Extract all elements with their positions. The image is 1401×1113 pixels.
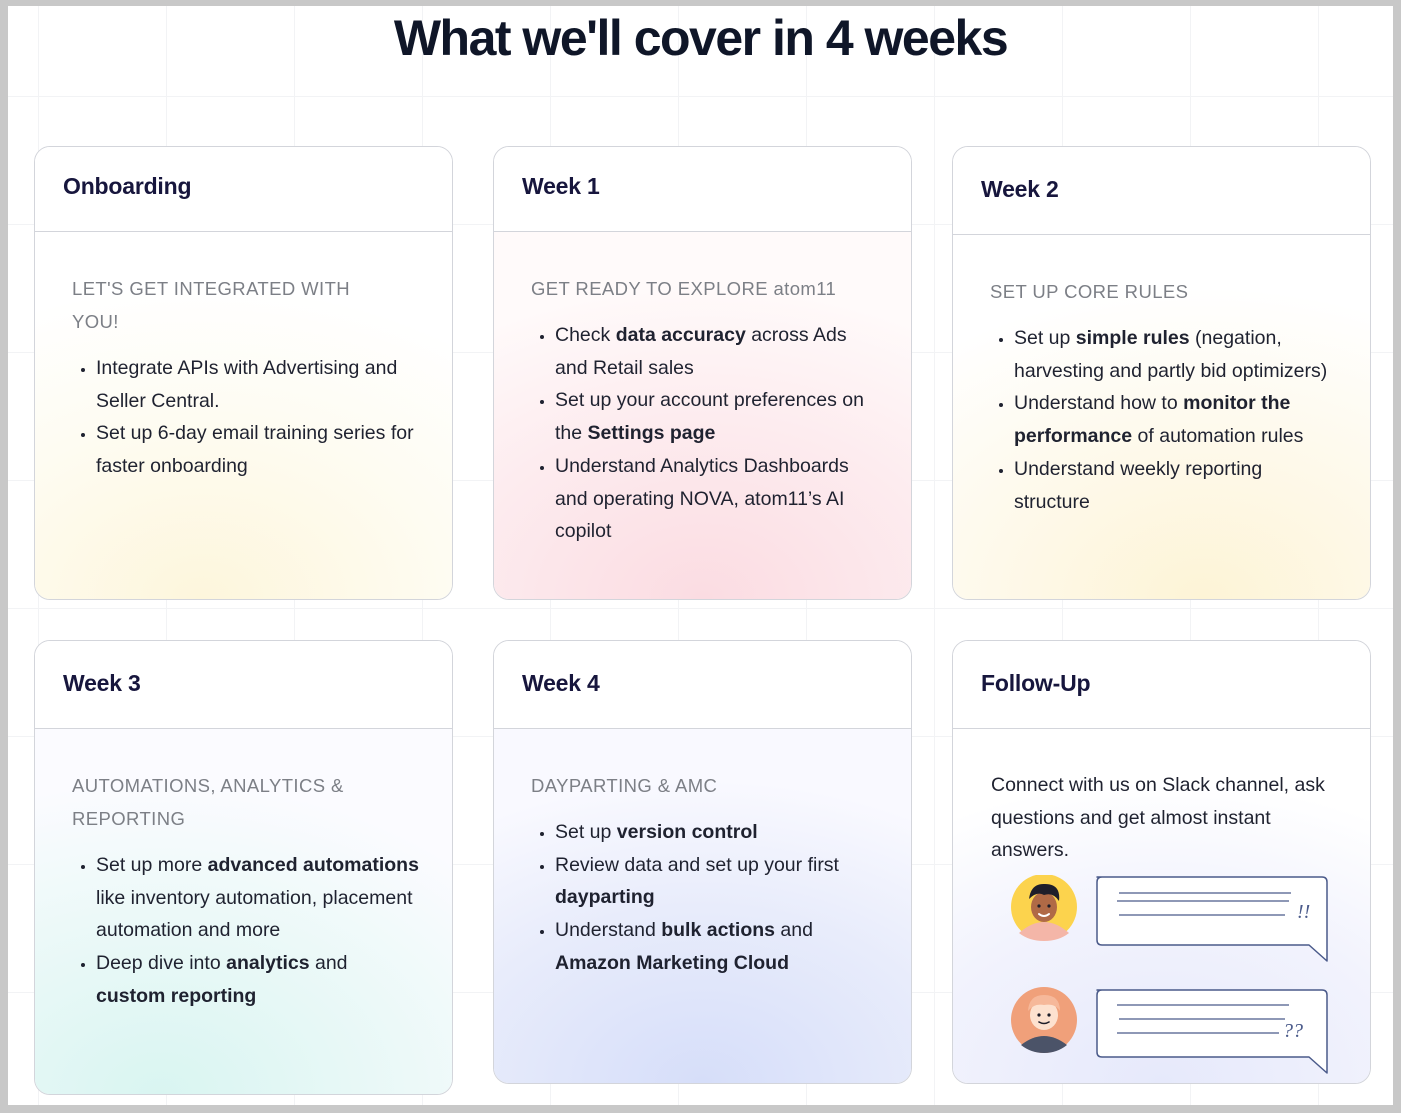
bullet-item: Set up 6-day email training series for f… — [96, 417, 422, 482]
bullet-item: Understand weekly reporting structure — [1014, 453, 1340, 518]
bold-text: Amazon Marketing Cloud — [555, 951, 790, 974]
bullet-list: Check data accuracy across Ads and Retai… — [531, 319, 881, 548]
page-title: What we'll cover in 4 weeks — [393, 10, 1009, 66]
card-title: Week 2 — [981, 176, 1059, 202]
bullet-item: Integrate APIs with Advertising and Sell… — [96, 352, 422, 417]
bullet-item: Set up your account preferences on the S… — [555, 384, 881, 449]
card-subtitle: AUTOMATIONS, ANALYTICS & REPORTING — [72, 775, 344, 829]
card-week-2: SET UP CORE RULES Set up simple rules (n… — [952, 146, 1371, 600]
bold-text: dayparting — [555, 886, 655, 909]
bullet-list: Set up version controlReview data and se… — [531, 816, 881, 980]
card-week-3: AUTOMATIONS, ANALYTICS & REPORTING Set u… — [34, 640, 453, 1095]
card-onboarding: LET'S GET INTEGRATED WITH YOU! Integrate… — [34, 146, 453, 600]
card-body: SET UP CORE RULES Set up simple rules (n… — [953, 235, 1370, 599]
card-body: DAYPARTING & AMC Set up version controlR… — [494, 729, 911, 1083]
card-follow-up: Connect with us on Slack channel, ask qu… — [952, 640, 1371, 1084]
chat-mark-2: ?? — [1283, 1020, 1303, 1042]
bold-text: custom reporting — [96, 984, 257, 1007]
card-title: Week 3 — [63, 670, 141, 696]
bold-text: monitor the performance — [1014, 392, 1291, 448]
card-subtitle: GET READY TO EXPLORE atom11 — [531, 278, 837, 299]
card-title: Onboarding — [63, 173, 192, 199]
card-subtitle: DAYPARTING & AMC — [531, 775, 718, 796]
bullet-item: Set up more advanced automations like in… — [96, 849, 422, 947]
bold-text: bulk actions — [661, 919, 776, 942]
card-title: Follow-Up — [981, 670, 1091, 696]
bullet-item: Understand how to monitor the performanc… — [1014, 387, 1340, 452]
bold-text: Settings page — [587, 422, 716, 445]
card-body: AUTOMATIONS, ANALYTICS & REPORTING Set u… — [35, 729, 452, 1094]
bullet-item: Understand bulk actions and Amazon Marke… — [555, 914, 881, 979]
bullet-item: Understand Analytics Dashboards and oper… — [555, 450, 881, 548]
bullet-list: Set up simple rules (negation, harvestin… — [990, 322, 1340, 518]
card-body: LET'S GET INTEGRATED WITH YOU! Integrate… — [35, 232, 452, 599]
card-subtitle: LET'S GET INTEGRATED WITH YOU! — [72, 278, 351, 332]
bold-text: simple rules — [1075, 327, 1190, 349]
bold-text: analytics — [226, 952, 310, 975]
bold-text: version control — [616, 821, 758, 843]
card-header: Week 4 — [494, 641, 911, 729]
card-body: GET READY TO EXPLORE atom11 Check data a… — [494, 232, 911, 599]
card-header: Week 1 — [494, 147, 911, 232]
card-body: Connect with us on Slack channel, ask qu… — [953, 729, 1370, 1083]
bold-text: advanced automations — [207, 854, 419, 876]
bullet-item: Review data and set up your first daypar… — [555, 849, 881, 914]
bold-text: data accuracy — [615, 324, 746, 346]
card-title: Week 4 — [522, 670, 600, 696]
bullet-list: Set up more advanced automations like in… — [72, 849, 422, 1013]
card-week-1: GET READY TO EXPLORE atom11 Check data a… — [493, 146, 912, 600]
card-header: Week 3 — [35, 641, 452, 729]
bullet-item: Check data accuracy across Ads and Retai… — [555, 319, 881, 384]
chat-mark-1: !! — [1297, 901, 1310, 923]
bullet-item: Set up version control — [555, 816, 881, 849]
card-subtitle: SET UP CORE RULES — [990, 281, 1189, 302]
card-header: Follow-Up — [953, 641, 1370, 729]
chat-bubble-1: !! — [1096, 876, 1328, 962]
avatar-person-2-icon — [1011, 987, 1077, 1053]
card-header: Week 2 — [953, 147, 1370, 235]
chat-bubble-2: ?? — [1096, 989, 1328, 1074]
card-week-4: DAYPARTING & AMC Set up version controlR… — [493, 640, 912, 1084]
follow-up-text: Connect with us on Slack channel, ask qu… — [991, 774, 1325, 862]
card-header: Onboarding — [35, 147, 452, 232]
bullet-list: Integrate APIs with Advertising and Sell… — [72, 352, 422, 483]
chat-illustration: !! ?? — [1011, 875, 1328, 1074]
bullet-item: Deep dive into analytics and custom repo… — [96, 947, 422, 1012]
avatar-person-1-icon — [1011, 875, 1077, 941]
bullet-item: Set up simple rules (negation, harvestin… — [1014, 322, 1340, 387]
card-title: Week 1 — [522, 173, 600, 199]
